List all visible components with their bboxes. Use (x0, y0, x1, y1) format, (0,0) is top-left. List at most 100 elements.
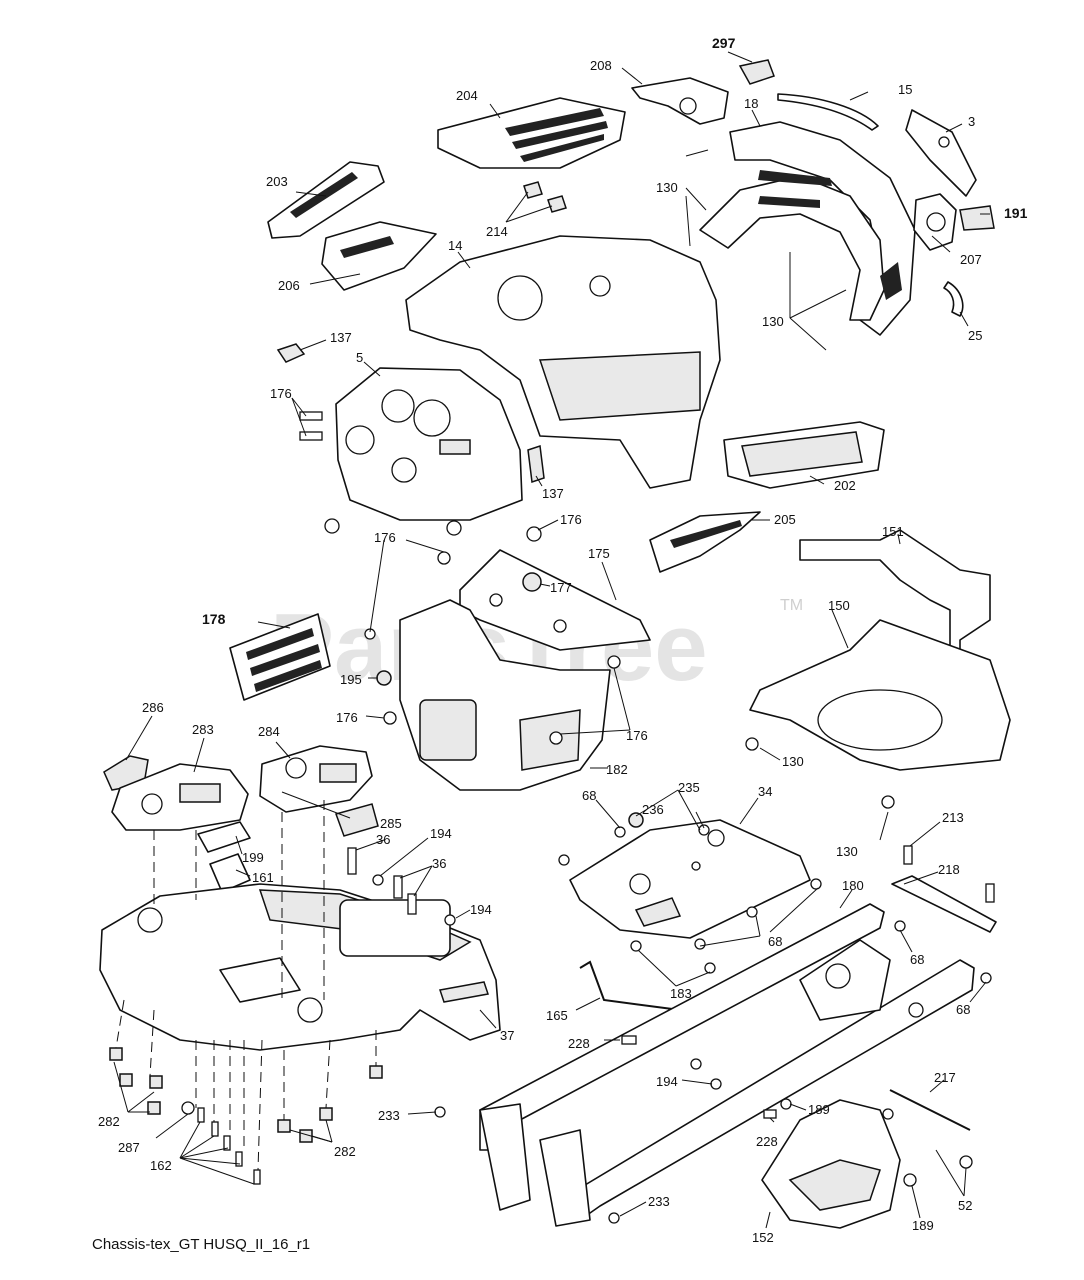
part-162-screws (197, 1107, 261, 1185)
callout-213: 213 (942, 810, 964, 825)
callout-194-top: 194 (430, 826, 452, 841)
callout-176-right: 176 (560, 512, 582, 527)
part-287-bolt (181, 1101, 195, 1115)
part-194-nuts (372, 874, 722, 1090)
callout-206: 206 (278, 278, 300, 293)
part-177-knob (522, 572, 542, 592)
callout-286: 286 (142, 700, 164, 715)
callout-36-left: 36 (376, 832, 390, 847)
callout-194-frame: 194 (656, 1074, 678, 1089)
callout-202: 202 (834, 478, 856, 493)
part-152-footrest (761, 1099, 901, 1229)
part-235-grommet (628, 812, 644, 828)
callout-218: 218 (938, 862, 960, 877)
part-176-bolts-lower (364, 551, 621, 725)
part-175-dash-bracket (459, 549, 651, 651)
part-37-fender (99, 883, 501, 1051)
callout-152: 152 (752, 1230, 774, 1245)
callout-36-right: 36 (432, 856, 446, 871)
part-208-headlight-bracket (631, 77, 729, 125)
part-180-frame (479, 903, 975, 1227)
callout-176-upper: 176 (270, 386, 292, 401)
callout-150: 150 (828, 598, 850, 613)
callout-182: 182 (606, 762, 628, 777)
part-137-clip-left (276, 343, 306, 363)
callout-137-left: 137 (330, 330, 352, 345)
part-3-side-bracket (905, 109, 977, 197)
callout-52: 52 (958, 1198, 972, 1213)
callout-34: 34 (758, 784, 772, 799)
part-18-front-grille (699, 121, 916, 336)
assembly-dashed-lines (115, 800, 377, 1171)
callout-5: 5 (356, 350, 363, 365)
part-203-dash-trim (267, 161, 385, 239)
callout-205: 205 (774, 512, 796, 527)
callout-68-frame: 68 (956, 1002, 970, 1017)
part-14-hood (405, 235, 721, 489)
callout-178: 178 (202, 611, 226, 627)
callout-233-lower: 233 (648, 1194, 670, 1209)
callout-287: 287 (118, 1140, 140, 1155)
part-34-mounting-plate (569, 819, 811, 939)
callout-68-bottom: 68 (768, 934, 782, 949)
part-161-clip (209, 853, 251, 893)
trademark-mark: TM (780, 597, 803, 614)
part-189-bolt-lower (903, 1173, 917, 1187)
callout-176-dash: 176 (626, 728, 648, 743)
part-15-trim-strip (777, 93, 879, 131)
part-176-bolts-upper (299, 411, 323, 441)
callout-25: 25 (968, 328, 982, 343)
part-233-bolt-lower (608, 1212, 620, 1224)
callout-175: 175 (588, 546, 610, 561)
part-205-lower-trim (649, 511, 761, 573)
part-189-bolt-upper (780, 1098, 792, 1110)
callout-180: 180 (842, 878, 864, 893)
callout-297: 297 (712, 35, 736, 51)
part-282-clips-right (277, 1065, 383, 1143)
callout-151: 151 (882, 524, 904, 539)
part-236-bushing (698, 824, 710, 836)
callout-214: 214 (486, 224, 508, 239)
callout-176-center: 176 (374, 530, 396, 545)
part-204-hood-top (437, 97, 626, 169)
part-191-light-lens (959, 205, 995, 231)
part-284-fender-cover (259, 745, 373, 813)
part-182-lower-dash (399, 599, 611, 791)
part-285-pad (335, 803, 379, 837)
part-5-dash-panel (335, 367, 523, 521)
part-228-spacer-lower (763, 1109, 777, 1119)
callout-217: 217 (934, 1070, 956, 1085)
callout-leader-lines (113, 51, 990, 1229)
callout-68-plate: 68 (582, 788, 596, 803)
callout-130-pan: 130 (782, 754, 804, 769)
callout-3: 3 (968, 114, 975, 129)
callout-283: 283 (192, 722, 214, 737)
part-36-bolts (347, 847, 417, 915)
callout-177: 177 (550, 580, 572, 595)
callout-194-fender: 194 (470, 902, 492, 917)
callout-189-upper: 189 (808, 1102, 830, 1117)
callout-282-right: 282 (334, 1144, 356, 1159)
part-283-fender-cover (111, 763, 249, 831)
part-202-front-grille-insert (723, 421, 885, 489)
callout-233-upper: 233 (378, 1108, 400, 1123)
part-228-spacer-upper (621, 1035, 637, 1045)
callout-228-lower: 228 (756, 1134, 778, 1149)
callout-191: 191 (1004, 205, 1028, 221)
callout-199: 199 (242, 850, 264, 865)
callout-165: 165 (546, 1008, 568, 1023)
callout-130-right: 130 (762, 314, 784, 329)
callout-161: 161 (252, 870, 274, 885)
callout-208: 208 (590, 58, 612, 73)
part-130-bolts-mid (745, 737, 895, 809)
callout-176-lower: 176 (336, 710, 358, 725)
part-150-floor-pan (749, 619, 1011, 771)
part-68-bolts (558, 826, 992, 984)
part-195-grommet (376, 670, 392, 686)
callout-207: 207 (960, 252, 982, 267)
callout-183: 183 (670, 986, 692, 1001)
callout-137-right: 137 (542, 486, 564, 501)
part-178-vent-plate (229, 613, 331, 701)
callout-285: 285 (380, 816, 402, 831)
